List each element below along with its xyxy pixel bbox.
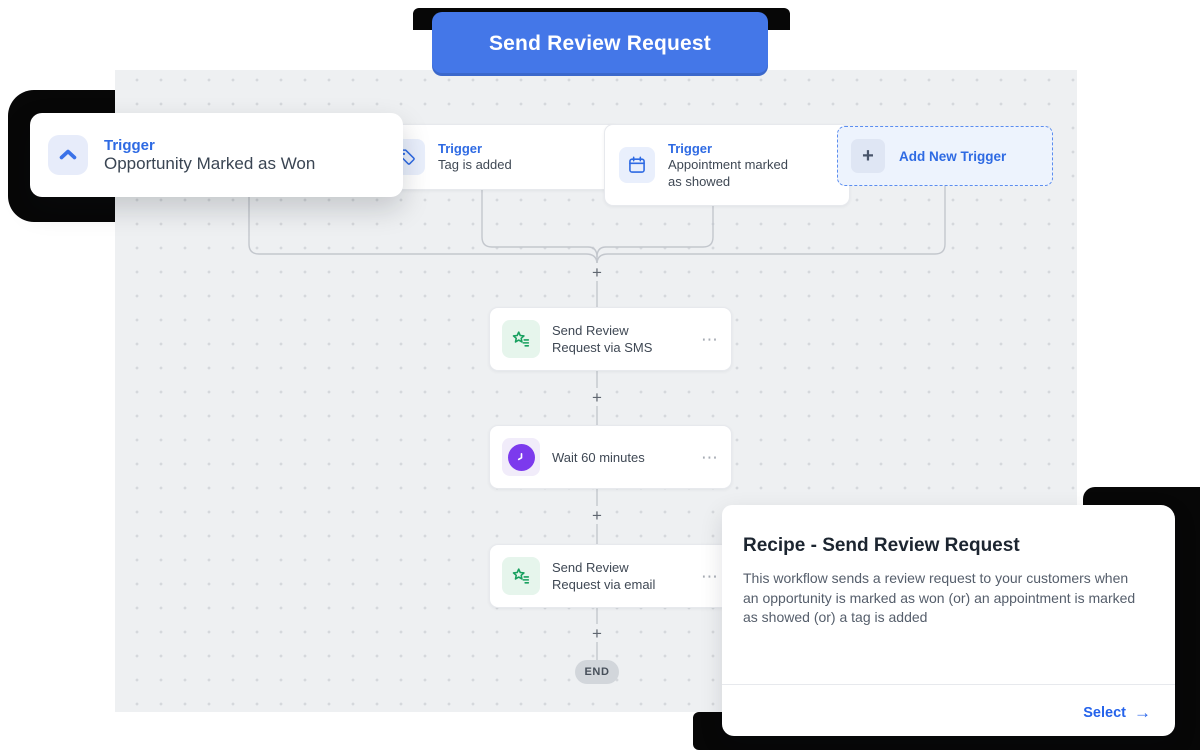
add-step-plus-2[interactable]: + <box>588 506 606 524</box>
trigger-kind-label: Trigger <box>104 136 155 154</box>
trigger-kind-label: Trigger <box>668 140 713 156</box>
workflow-title: Send Review Request <box>488 32 712 55</box>
node-menu-icon[interactable]: ⋯ <box>701 447 719 467</box>
recipe-footer-divider <box>722 684 1175 685</box>
recipe-description: This workflow sends a review request to … <box>743 570 1136 625</box>
add-step-plus-1[interactable]: + <box>588 388 606 406</box>
chevron-up-icon <box>48 135 88 175</box>
action-title: Send Review Request via email <box>552 560 656 592</box>
recipe-info-card: Recipe - Send Review Request This workfl… <box>722 505 1175 736</box>
recipe-title: Recipe - Send Review Request <box>743 535 1020 556</box>
add-step-plus-3[interactable]: + <box>588 624 606 642</box>
review-star-icon <box>502 557 540 595</box>
node-menu-icon[interactable]: ⋯ <box>701 329 719 349</box>
calendar-icon <box>619 147 655 183</box>
add-new-trigger-button[interactable]: + Add New Trigger <box>837 126 1053 186</box>
review-star-icon <box>502 320 540 358</box>
select-recipe-button[interactable]: Select → <box>1083 704 1151 721</box>
trigger-title: Appointment marked as showed <box>668 156 788 189</box>
trigger-title: Opportunity Marked as Won <box>104 153 316 173</box>
node-menu-icon[interactable]: ⋯ <box>701 566 719 586</box>
trigger-card-tag-added[interactable]: Trigger Tag is added <box>374 124 620 190</box>
end-label: END <box>584 666 610 678</box>
workflow-title-button[interactable]: Send Review Request <box>432 12 768 76</box>
action-title: Wait 60 minutes <box>552 449 645 465</box>
select-label: Select <box>1083 704 1126 721</box>
end-node: END <box>575 660 619 684</box>
add-step-plus-merge[interactable]: + <box>588 263 606 281</box>
add-new-trigger-label: Add New Trigger <box>899 148 1007 164</box>
action-card-email[interactable]: Send Review Request via email ⋯ <box>489 544 732 608</box>
action-title: Send Review Request via SMS <box>552 323 653 355</box>
trigger-card-appointment-showed[interactable]: Trigger Appointment marked as showed <box>604 124 850 206</box>
trigger-card-opportunity-won[interactable]: Trigger Opportunity Marked as Won <box>30 113 403 197</box>
arrow-right-icon: → <box>1134 703 1151 722</box>
action-card-wait[interactable]: Wait 60 minutes ⋯ <box>489 425 732 489</box>
action-card-sms[interactable]: Send Review Request via SMS ⋯ <box>489 307 732 371</box>
plus-icon: + <box>851 139 885 173</box>
trigger-title: Tag is added <box>438 157 512 172</box>
clock-icon <box>502 438 540 476</box>
trigger-kind-label: Trigger <box>438 141 483 156</box>
